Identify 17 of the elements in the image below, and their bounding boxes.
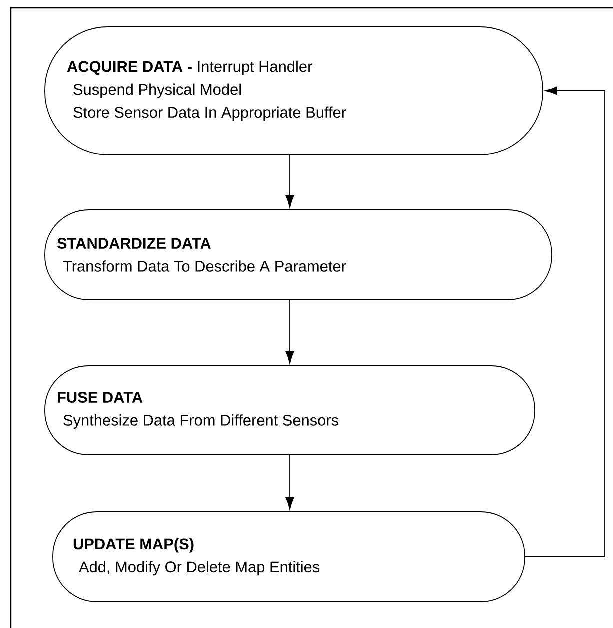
step-heading: STANDARDIZE DATA	[57, 238, 211, 249]
step-heading: ACQUIRE DATA - Interrupt Handler	[67, 60, 312, 76]
arrow	[286, 455, 294, 510]
arrow	[525, 86, 606, 558]
step-description: Store Sensor Data In Appropriate Buffer	[74, 106, 346, 122]
process-box	[44, 26, 544, 156]
step-heading: UPDATE MAP(S)	[74, 538, 194, 553]
step-description: Synthesize Data From Different Sensors	[64, 414, 338, 429]
step-description: Suspend Physical Model	[74, 84, 242, 98]
process-box	[44, 210, 552, 300]
process-box	[52, 512, 526, 602]
process-box	[44, 366, 536, 456]
step-description: Transform Data To Describe A Parameter	[63, 260, 346, 272]
arrow	[286, 155, 294, 208]
arrow	[286, 300, 294, 364]
step-heading: FUSE DATA	[58, 392, 143, 403]
step-description: Add, Modify Or Delete Map Entities	[79, 561, 320, 576]
